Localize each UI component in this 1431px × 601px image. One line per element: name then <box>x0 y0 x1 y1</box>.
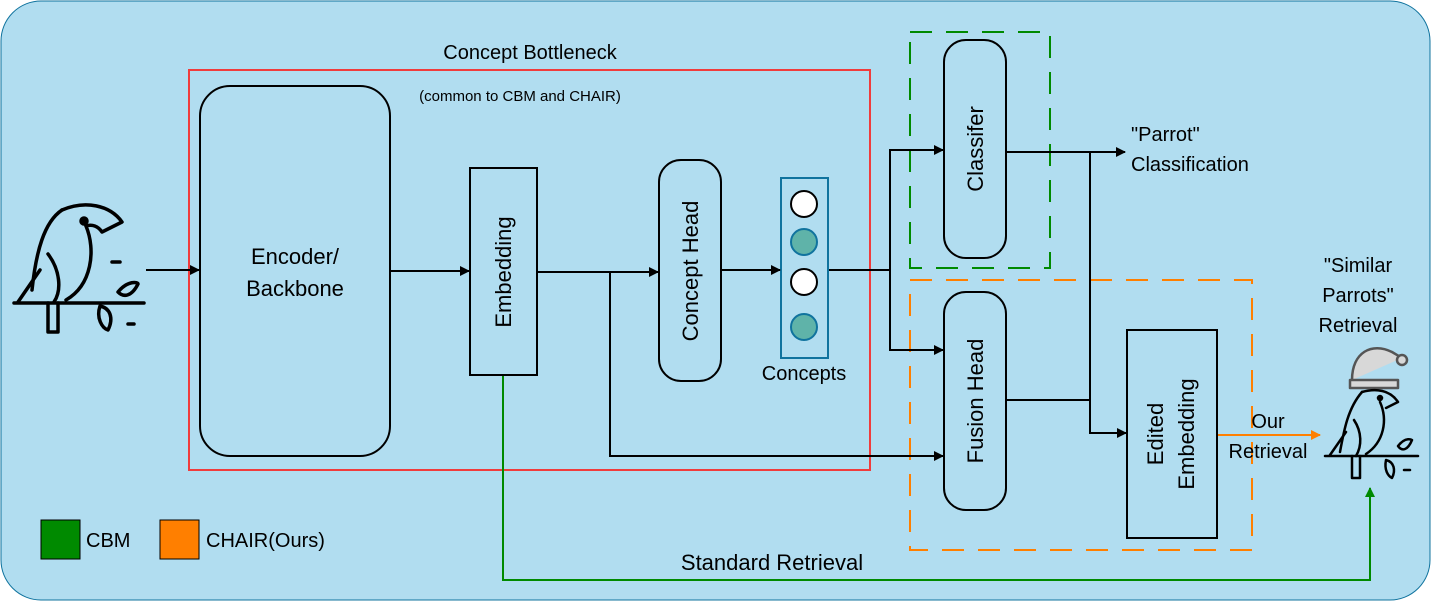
retrieval-label-1: "Similar <box>1324 255 1393 277</box>
legend-swatch-cbm <box>40 519 81 560</box>
concept-node-1 <box>790 190 818 218</box>
concept-bottleneck-title: Concept Bottleneck <box>443 42 617 64</box>
retrieval-label-2: Parrots" <box>1322 285 1394 307</box>
backbone-label: Backbone <box>246 276 344 301</box>
edited-label: Edited <box>1143 403 1168 465</box>
parrot-icon <box>12 203 146 334</box>
parrot-with-hat-icon <box>1323 347 1420 480</box>
concepts-label: Concepts <box>762 363 847 385</box>
legend-label-chair: CHAIR(Ours) <box>206 530 325 552</box>
concept-node-2 <box>790 228 818 256</box>
arrow-embedding-to-fusion <box>609 272 944 461</box>
legend: CBM CHAIR(Ours) <box>40 519 325 560</box>
concept-node-3 <box>790 268 818 296</box>
classification-label-2: Classification <box>1131 154 1249 176</box>
our-retrieval-label-1: Our <box>1251 411 1285 433</box>
classifier-label: Classifer <box>963 106 988 192</box>
our-retrieval-label-2: Retrieval <box>1229 441 1308 463</box>
standard-retrieval-label: Standard Retrieval <box>681 550 863 575</box>
concept-head-label: Concept Head <box>678 201 703 342</box>
concepts-box <box>780 177 829 359</box>
encoder-backbone-box <box>199 85 391 457</box>
retrieval-label-3: Retrieval <box>1319 315 1398 337</box>
legend-label-cbm: CBM <box>86 530 130 552</box>
legend-swatch-chair <box>159 519 200 560</box>
fusion-head-box <box>943 291 1007 511</box>
common-note: (common to CBM and CHAIR) <box>419 88 621 105</box>
arrow-concepts-to-fusion <box>889 270 944 355</box>
arrow-concepts-to-classifier <box>889 145 944 270</box>
flow-arrows <box>146 145 1127 461</box>
concept-node-4 <box>790 313 818 341</box>
chair-region <box>909 279 1253 551</box>
arrow-standard-retrieval <box>502 376 1375 581</box>
arrow-classifier-to-edited <box>1089 152 1127 438</box>
embedding-box <box>469 167 538 376</box>
concept-head-box <box>658 159 722 382</box>
fusion-head-label: Fusion Head <box>963 339 988 464</box>
edited-embedding-label: Embedding <box>1174 378 1199 489</box>
embedding-label: Embedding <box>491 216 516 327</box>
classifier-box <box>943 39 1007 259</box>
edited-embedding-box <box>1126 329 1218 539</box>
encoder-label: Encoder/ <box>251 244 340 269</box>
classification-label-1: "Parrot" <box>1131 124 1200 146</box>
